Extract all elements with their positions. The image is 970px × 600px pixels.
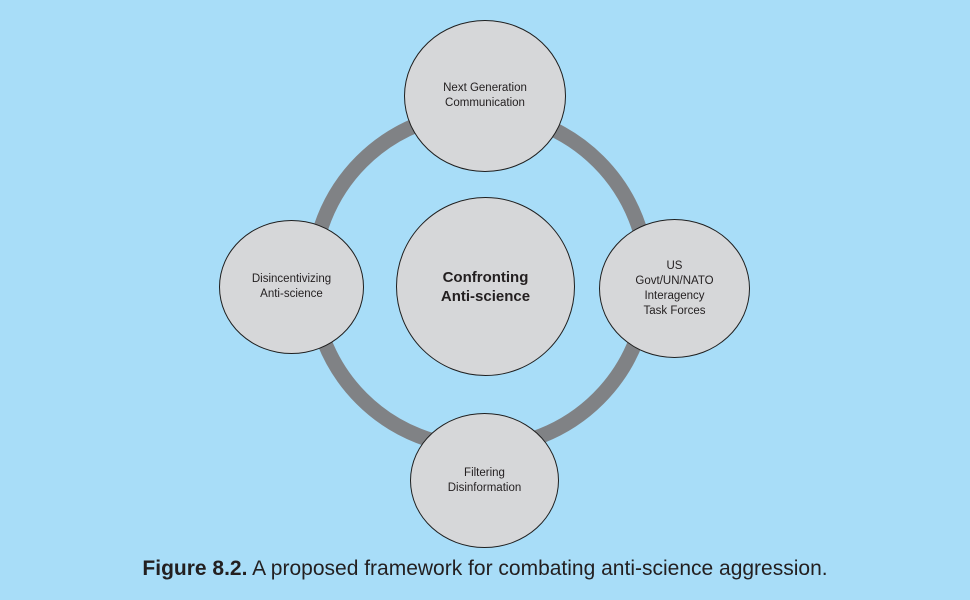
node-label-line: Disincentivizing [251, 273, 332, 285]
center-label: Confronting Anti-science [441, 268, 530, 306]
figure-caption: Figure 8.2. A proposed framework for com… [0, 557, 970, 581]
node-label-line: US [666, 259, 683, 272]
framework-diagram: Next Generation Communication US Govt/UN… [219, 20, 750, 548]
node-label-line: Task Forces [643, 304, 706, 317]
node-label-line: Next Generation [443, 82, 527, 94]
center-node-confronting-anti-science: Confronting Anti-science [396, 197, 575, 376]
figure-caption-text: A proposed framework for combating anti-… [252, 557, 828, 580]
center-label-line: Anti-science [440, 287, 531, 305]
node-label-line: Anti-science [260, 288, 323, 300]
node-filtering-disinformation: Filtering Disinformation [410, 413, 559, 548]
node-label: US Govt/UN/NATO Interagency Task Forces [635, 259, 713, 319]
node-label-line: Disinformation [447, 481, 522, 494]
node-interagency-task-forces: US Govt/UN/NATO Interagency Task Forces [599, 219, 750, 358]
node-label-line: Communication [445, 97, 525, 109]
node-label: Disincentivizing Anti-science [252, 272, 331, 302]
node-label-line: Filtering [464, 466, 505, 479]
node-label-line: Govt/UN/NATO [635, 274, 714, 287]
node-label-line: Interagency [644, 289, 705, 302]
node-next-generation-communication: Next Generation Communication [404, 20, 566, 172]
node-label: Next Generation Communication [443, 81, 527, 111]
node-label: Filtering Disinformation [448, 466, 522, 496]
figure-number: Figure 8.2. [142, 557, 248, 580]
center-label-line: Confronting [442, 268, 529, 286]
node-disincentivizing-anti-science: Disincentivizing Anti-science [219, 220, 364, 354]
